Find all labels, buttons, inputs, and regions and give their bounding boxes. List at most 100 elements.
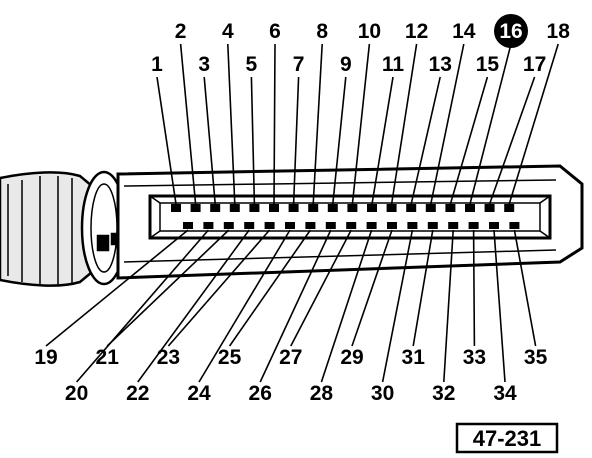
pin-label-23: 23 bbox=[157, 346, 180, 369]
pin-label-18: 18 bbox=[547, 20, 571, 43]
leader-line-1 bbox=[156, 76, 177, 205]
leader-line-21 bbox=[106, 229, 230, 347]
pin-label-35: 35 bbox=[524, 346, 548, 369]
pin-label-4: 4 bbox=[222, 20, 234, 43]
pin-label-21: 21 bbox=[96, 346, 120, 369]
leader-line-20 bbox=[75, 229, 210, 383]
leader-line-22 bbox=[137, 229, 250, 383]
leader-line-19 bbox=[45, 229, 189, 347]
pin-label-30: 30 bbox=[371, 382, 394, 405]
pin-label-32: 32 bbox=[432, 382, 455, 405]
top-contact-1 bbox=[171, 204, 181, 212]
pin-label-11: 11 bbox=[382, 53, 405, 76]
pin-label-31: 31 bbox=[402, 346, 426, 369]
pin-label-8: 8 bbox=[316, 20, 328, 43]
bottom-contact-25 bbox=[305, 222, 316, 229]
bottom-contact-28 bbox=[366, 222, 377, 229]
top-leader-lines bbox=[156, 43, 559, 205]
top-contact-15 bbox=[445, 204, 456, 212]
pin-label-22: 22 bbox=[126, 382, 149, 405]
top-contact-row bbox=[171, 204, 515, 212]
bottom-contact-26 bbox=[325, 222, 336, 229]
figure-reference-box bbox=[455, 422, 559, 454]
pin-label-24: 24 bbox=[187, 382, 211, 405]
pin-label-15: 15 bbox=[476, 53, 500, 76]
top-contact-16 bbox=[465, 204, 475, 212]
bottom-leader-lines bbox=[45, 229, 537, 383]
pin-label-19: 19 bbox=[34, 346, 57, 369]
bottom-contact-34 bbox=[489, 222, 499, 229]
bottom-contact-24 bbox=[285, 222, 295, 229]
top-contact-11 bbox=[367, 204, 377, 212]
pin-label-3: 3 bbox=[198, 53, 210, 76]
pin-label-13: 13 bbox=[429, 53, 452, 76]
leader-line-14 bbox=[430, 43, 465, 205]
leader-line-9 bbox=[332, 76, 347, 205]
top-contact-8 bbox=[308, 204, 319, 212]
pin-label-5: 5 bbox=[246, 53, 258, 76]
bottom-contact-20 bbox=[203, 222, 214, 229]
top-contact-3 bbox=[210, 204, 221, 212]
bottom-contact-33 bbox=[468, 222, 479, 229]
leader-line-31 bbox=[412, 229, 434, 347]
leader-line-25 bbox=[228, 229, 312, 347]
highlighted-pin-marker bbox=[494, 14, 528, 48]
pin-label-17: 17 bbox=[523, 53, 546, 76]
pin-label-1: 1 bbox=[151, 53, 163, 76]
top-contact-2 bbox=[190, 204, 201, 212]
leader-line-29 bbox=[351, 229, 393, 347]
top-contact-18 bbox=[504, 204, 515, 212]
leader-line-4 bbox=[227, 43, 236, 205]
leader-line-8 bbox=[312, 43, 323, 205]
bottom-contact-31 bbox=[427, 222, 438, 229]
leader-line-26 bbox=[259, 229, 332, 383]
top-contact-7 bbox=[288, 204, 299, 212]
leader-line-11 bbox=[371, 76, 394, 205]
leader-line-24 bbox=[198, 229, 291, 383]
pin-label-33: 33 bbox=[463, 346, 486, 369]
leader-line-30 bbox=[381, 229, 414, 383]
leader-line-2 bbox=[179, 43, 197, 205]
leader-line-34 bbox=[493, 229, 506, 383]
bottom-contact-27 bbox=[346, 222, 357, 229]
pin-label-10: 10 bbox=[358, 20, 381, 43]
leader-line-16 bbox=[469, 43, 512, 205]
bottom-contact-32 bbox=[448, 222, 459, 229]
leader-line-10 bbox=[351, 43, 371, 205]
leader-line-28 bbox=[320, 229, 373, 383]
top-contact-12 bbox=[386, 204, 397, 212]
cable-boot bbox=[0, 170, 128, 287]
pin-label-25: 25 bbox=[218, 346, 242, 369]
top-contact-9 bbox=[327, 204, 338, 212]
bottom-contact-19 bbox=[183, 222, 193, 229]
pin-label-12: 12 bbox=[405, 20, 428, 43]
top-contact-6 bbox=[269, 204, 279, 212]
pin-label-2: 2 bbox=[175, 20, 187, 43]
bottom-contact-row bbox=[183, 222, 520, 229]
figure-reference: 47-231 bbox=[455, 422, 559, 454]
leader-line-27 bbox=[290, 229, 352, 347]
pin-label-16: 16 bbox=[499, 20, 522, 43]
pin-label-27: 27 bbox=[279, 346, 302, 369]
pin-label-29: 29 bbox=[340, 346, 363, 369]
bottom-contact-30 bbox=[407, 222, 418, 229]
leader-line-18 bbox=[508, 43, 559, 205]
pin-label-28: 28 bbox=[310, 382, 334, 405]
top-contact-13 bbox=[406, 204, 417, 212]
leader-line-35 bbox=[513, 229, 537, 347]
top-contact-14 bbox=[425, 204, 436, 212]
leader-line-5 bbox=[250, 76, 256, 205]
top-contact-4 bbox=[229, 204, 240, 212]
leader-line-3 bbox=[203, 76, 216, 205]
leader-line-13 bbox=[410, 76, 441, 205]
leader-line-15 bbox=[449, 76, 489, 205]
pin-label-20: 20 bbox=[65, 382, 88, 405]
pin-label-34: 34 bbox=[493, 382, 517, 405]
top-contact-10 bbox=[347, 204, 358, 212]
figure-reference-label: 47-231 bbox=[473, 426, 542, 451]
pin-label-7: 7 bbox=[293, 53, 305, 76]
pin-label-9: 9 bbox=[340, 53, 352, 76]
bottom-contact-29 bbox=[387, 222, 397, 229]
